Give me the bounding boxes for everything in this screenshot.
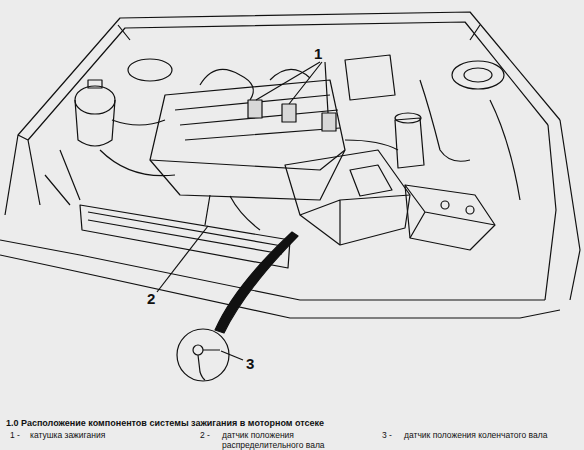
part-name: датчик положения коленчатого вала bbox=[404, 430, 547, 440]
part-name: датчик положения распределительного вала bbox=[222, 430, 357, 450]
legend-key: 3 - bbox=[382, 430, 392, 440]
figure-caption: 1.0 Расположение компонентов системы заж… bbox=[6, 418, 324, 428]
callout-number: 2 bbox=[146, 291, 156, 306]
callout-number: 1 bbox=[313, 46, 323, 61]
legend-key: 2 - bbox=[200, 430, 210, 440]
legend-key: 1 - bbox=[10, 430, 20, 440]
callout-number: 3 bbox=[245, 356, 255, 371]
part-name: катушка зажигания bbox=[30, 430, 105, 440]
